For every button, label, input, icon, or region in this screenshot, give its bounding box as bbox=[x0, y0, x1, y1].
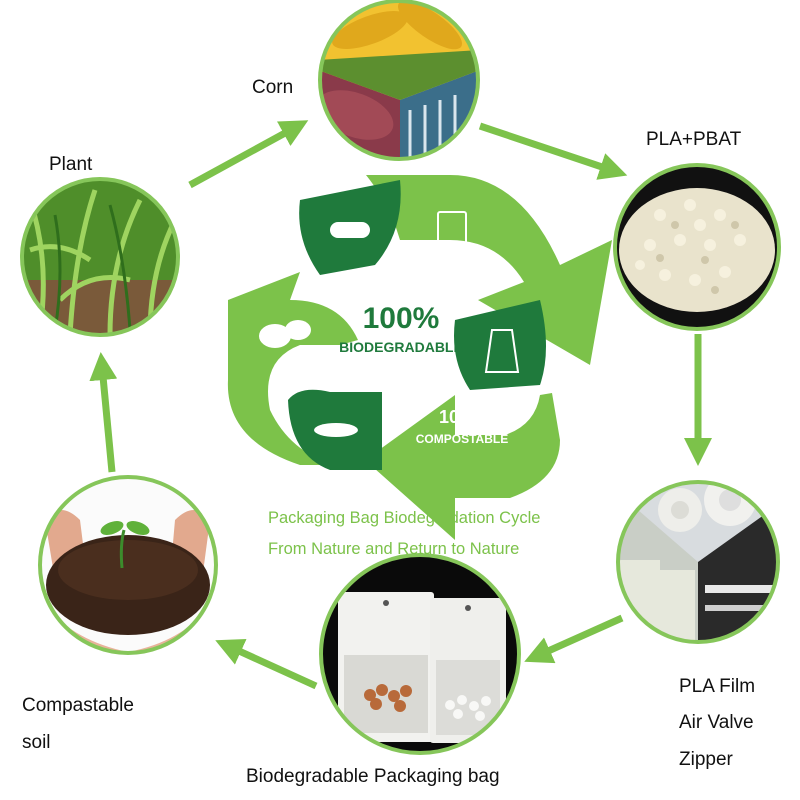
caption-line1: Packaging Bag Biodegradation Cycle bbox=[268, 509, 541, 527]
arrow-corn-to-pla bbox=[478, 122, 628, 180]
corn-photo bbox=[318, 0, 480, 161]
arrow-plant-to-corn bbox=[188, 120, 309, 189]
label-pla-pbat: PLA+PBAT bbox=[646, 129, 742, 150]
recycle-arrow-left bbox=[227, 272, 358, 465]
label-pla-film: PLA Film bbox=[679, 676, 756, 697]
label-corn: Corn bbox=[252, 77, 294, 98]
label-zipper: Zipper bbox=[679, 749, 733, 770]
caption-line2: From Nature and Return to Nature bbox=[268, 540, 520, 558]
label-bag: Biodegradable Packaging bag bbox=[246, 766, 500, 787]
biodegradable-percent: 100% bbox=[363, 302, 440, 335]
pellets-photo bbox=[613, 163, 781, 331]
biodegradable-label: BIODEGRADABLE bbox=[339, 339, 463, 355]
label-plant: Plant bbox=[49, 154, 93, 175]
soil-photo bbox=[38, 475, 218, 655]
recycle-arrow-top bbox=[366, 175, 612, 365]
label-soil-line2: soil bbox=[22, 732, 51, 753]
compostable-label: COMPOSTABLE bbox=[416, 432, 508, 446]
film-valve-photo bbox=[616, 480, 780, 644]
arrow-film-to-bag bbox=[524, 614, 624, 664]
arrow-soil-to-plant bbox=[89, 352, 118, 473]
plant-photo bbox=[20, 177, 180, 337]
arrow-bag-to-soil bbox=[215, 639, 318, 690]
label-air-valve: Air Valve bbox=[679, 712, 754, 733]
compostable-percent: 100% bbox=[439, 407, 485, 427]
label-soil-line1: Compastable bbox=[22, 695, 134, 716]
flow-arrows bbox=[89, 120, 712, 690]
dark-panel-right bbox=[454, 300, 546, 390]
recycle-arrows-icon bbox=[227, 175, 612, 540]
recycle-arrow-right bbox=[365, 393, 560, 540]
bag-photo bbox=[319, 553, 521, 755]
